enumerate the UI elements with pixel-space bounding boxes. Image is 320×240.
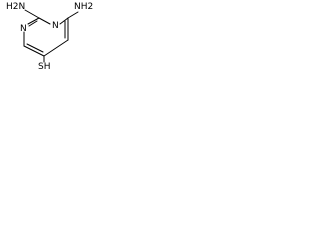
bond-c2-n1 <box>38 17 51 25</box>
bond-c6-nh2-right <box>67 11 79 19</box>
bond-c4-c5-double <box>26 43 44 53</box>
thiol-label: SH <box>38 62 50 70</box>
ring-n-right-label: N <box>52 21 59 31</box>
bond-c4-c5 <box>23 45 45 57</box>
bond-c2-n3 <box>27 17 40 25</box>
chemical-structure-drawing: H2N NH2 N N SH <box>6 2 93 70</box>
bond-nh2-left-c2 <box>24 9 40 19</box>
bond-c2-n3-double <box>28 20 38 27</box>
amino-left-label: H2N <box>6 2 25 12</box>
structure-canvas: H2N NH2 N N SH <box>0 0 105 70</box>
bond-group <box>23 9 79 63</box>
ring-n-left-label: N <box>20 24 27 34</box>
amino-right-label: NH2 <box>74 2 93 12</box>
bond-c5-c6-bottom <box>43 39 69 57</box>
bond-n1-c6 <box>59 17 69 25</box>
